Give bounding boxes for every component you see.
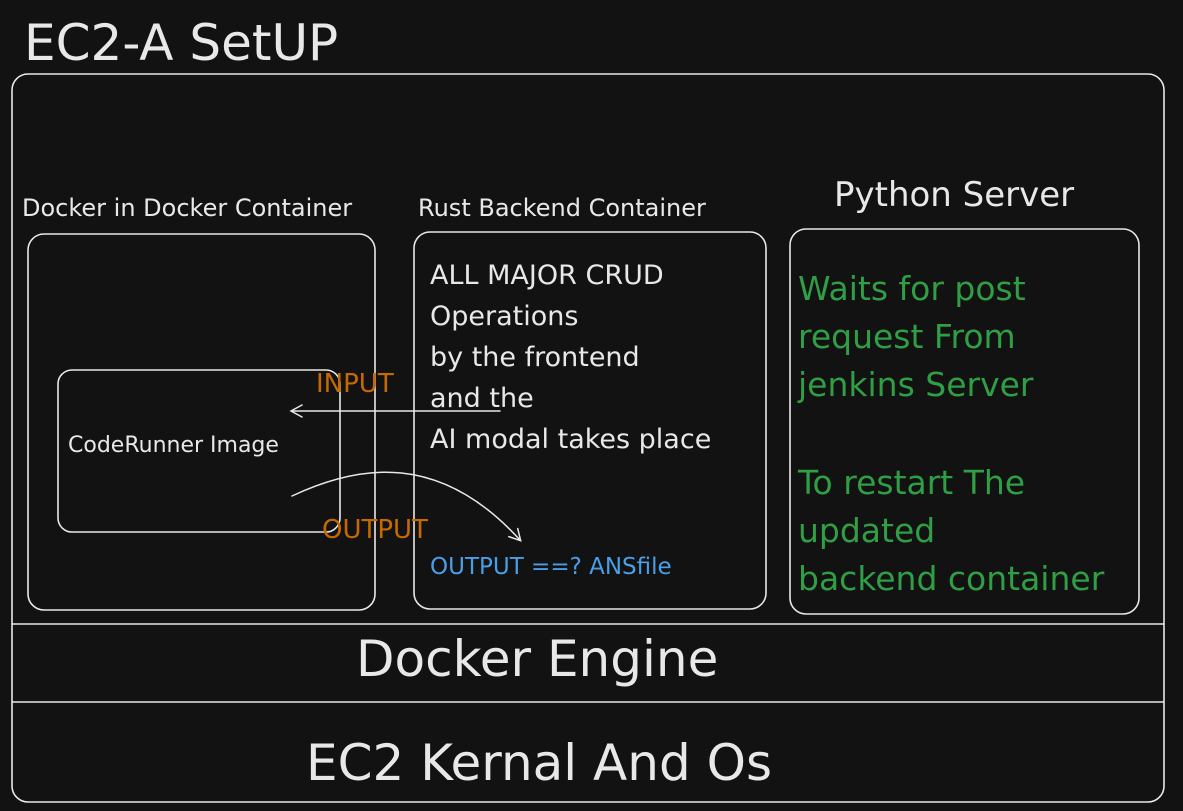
rust-backend-label: Rust Backend Container xyxy=(418,194,706,222)
rust-line-5: AI modal takes place xyxy=(430,424,711,455)
python-line-2: request From xyxy=(798,317,1016,356)
python-line-6: updated xyxy=(798,511,935,550)
rust-output-line: OUTPUT ==? ANSfile xyxy=(430,554,672,580)
rust-backend-box xyxy=(413,231,767,610)
coderunner-image-box xyxy=(57,369,341,533)
ec2-outer-box xyxy=(11,73,1165,803)
coderunner-image-label: CodeRunner Image xyxy=(68,433,279,458)
output-arrow xyxy=(291,471,522,542)
kernel-label: EC2 Kernal And Os xyxy=(306,734,772,792)
docker-engine-label: Docker Engine xyxy=(356,630,718,688)
python-server-box xyxy=(789,228,1140,615)
output-label: OUTPUT xyxy=(322,515,428,545)
python-line-1: Waits for post xyxy=(798,269,1026,308)
python-server-label: Python Server xyxy=(834,175,1074,215)
rust-line-4: and the xyxy=(430,383,534,414)
python-line-7: backend container xyxy=(798,559,1105,598)
rust-line-2: Operations xyxy=(430,301,578,332)
input-label: INPUT xyxy=(316,369,394,399)
python-line-5: To restart The xyxy=(797,463,1025,502)
docker-in-docker-box xyxy=(27,233,376,611)
docker-in-docker-label: Docker in Docker Container xyxy=(22,194,352,222)
python-line-3: jenkins Server xyxy=(797,365,1034,404)
diagram-title: EC2-A SetUP xyxy=(24,14,338,72)
rust-line-1: ALL MAJOR CRUD xyxy=(430,260,664,291)
rust-line-3: by the frontend xyxy=(430,342,640,373)
